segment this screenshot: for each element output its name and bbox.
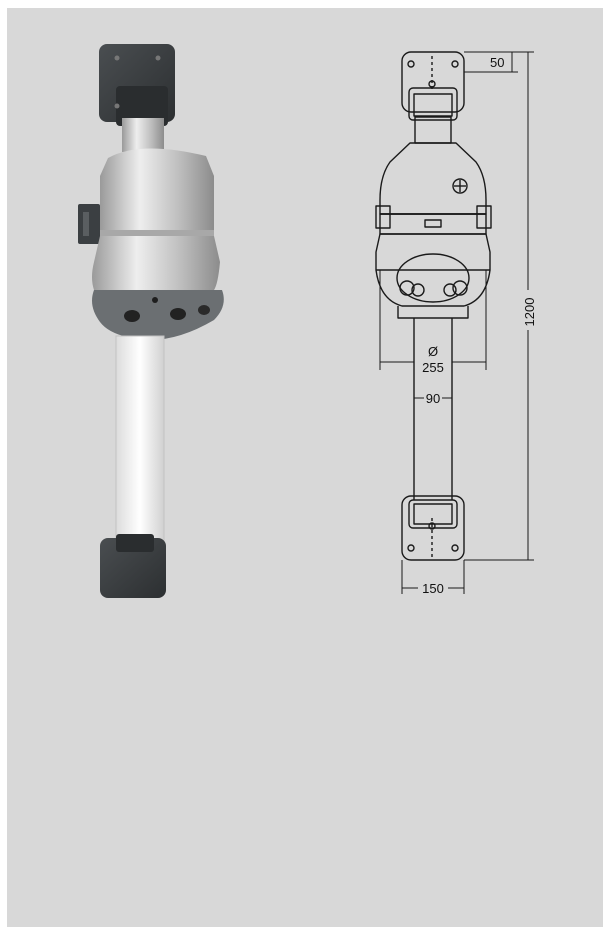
dim-line-255 [379,270,487,370]
drawing-neck [414,116,452,144]
dim-label-1200: 1200 [522,298,537,327]
support-tube [115,335,165,547]
dim-label-50: 50 [490,55,504,70]
drawing-bottom-bracket [401,495,465,561]
dim-line-150 [401,560,465,594]
dim-label-255: 255 [422,360,444,375]
dim-label-90: 90 [426,391,440,406]
drawing-tube [413,318,453,500]
dim-label-150: 150 [422,581,444,596]
dim-line-1200 [464,51,534,561]
upper-neck [122,118,164,152]
drawing-top-bracket [401,51,465,121]
dim-label-diameter-symbol: Ø [428,344,438,359]
lens-dome [92,290,224,340]
drawing-left-bracket [375,205,391,229]
drawing-lens-dome [375,253,491,319]
bottom-wall-bracket [100,534,166,598]
figure-panel [7,8,603,927]
top-wall-bracket [99,44,175,126]
side-bracket [78,204,100,244]
main-housing [92,148,220,290]
drawing-right-bracket [476,205,492,229]
drawing-housing [375,142,491,271]
